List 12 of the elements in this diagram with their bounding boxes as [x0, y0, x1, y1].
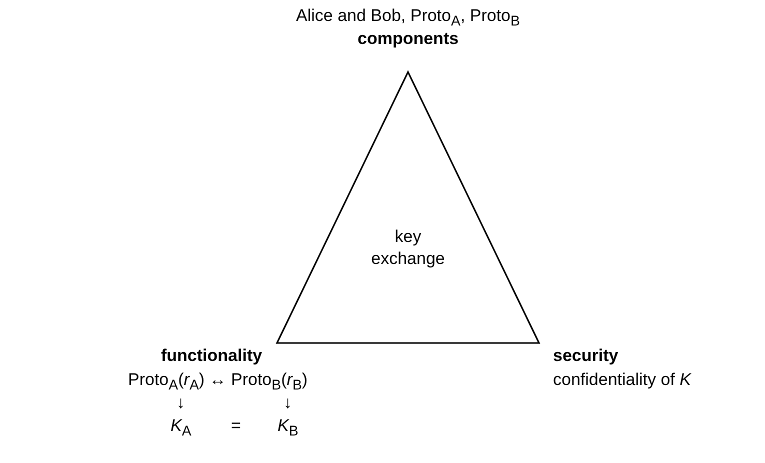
- math-symbol: =: [231, 416, 241, 436]
- vertex-label: confidentiality of K: [553, 370, 691, 390]
- formula: Proto$_{A}$(r$_{A}$) ↔ Proto$_{B}$(r$_{B}$): [128, 370, 308, 396]
- vertex-label: Alice and Bob, Proto$_{A}$, Proto$_{B}$: [296, 6, 520, 32]
- math-symbol: K$_{B}$: [278, 416, 298, 442]
- vertex-heading: security: [553, 346, 618, 366]
- vertex-heading: functionality: [161, 346, 262, 366]
- arrow-symbol: ↓: [176, 393, 185, 413]
- math-symbol: K$_{A}$: [170, 416, 192, 442]
- arrow-symbol: ↓: [284, 393, 292, 413]
- node-label: key exchange: [370, 226, 446, 270]
- vertex-heading: components: [358, 29, 459, 49]
